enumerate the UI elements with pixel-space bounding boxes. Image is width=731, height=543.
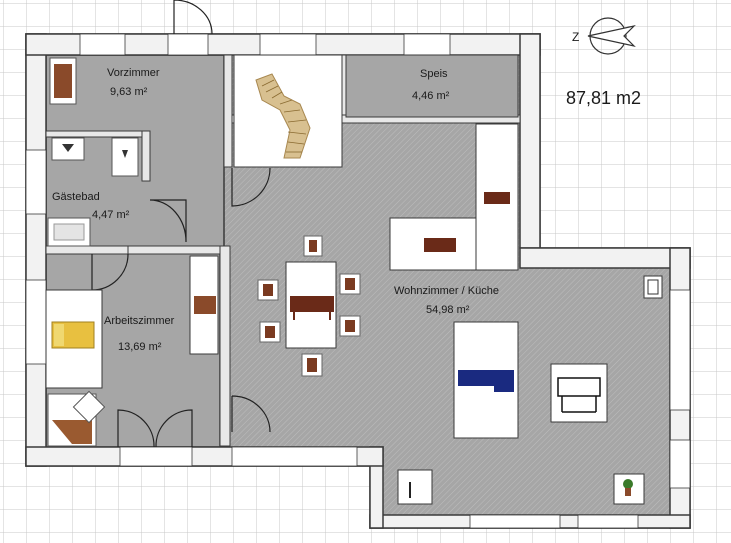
compass-north-arrow-icon bbox=[587, 17, 636, 55]
room-label-speis: Speis 4,46 m² bbox=[412, 68, 450, 102]
lamp-corner bbox=[397, 469, 433, 505]
sofa-icon bbox=[458, 370, 514, 392]
total-area-label: 87,81 m2 bbox=[566, 88, 641, 108]
coffee-table-area bbox=[550, 363, 608, 423]
sink-icon bbox=[111, 137, 139, 177]
desk-icon bbox=[47, 390, 106, 447]
plant-icon bbox=[623, 479, 633, 496]
windows bbox=[25, 33, 691, 529]
dining-table-icon bbox=[290, 296, 334, 320]
room-label-vorzimmer: Vorzimmer 9,63 m² bbox=[107, 67, 160, 98]
room-area: 54,98 m² bbox=[426, 304, 470, 316]
speis-room bbox=[345, 54, 519, 118]
dresser-icon bbox=[49, 57, 77, 105]
fridge-icon bbox=[647, 279, 659, 295]
toilet-icon bbox=[51, 137, 85, 161]
room-label-wohnzimmer: Wohnzimmer / Küche 54,98 m² bbox=[394, 285, 499, 316]
fridge bbox=[643, 275, 663, 299]
doors bbox=[91, 0, 271, 448]
stair-icon bbox=[255, 73, 311, 159]
room-area: 4,46 m² bbox=[412, 90, 450, 102]
bathtub-sink-icon bbox=[47, 217, 91, 247]
room-name: Vorzimmer bbox=[107, 67, 160, 79]
bed-icon bbox=[51, 321, 95, 349]
coffee-table-icon bbox=[557, 377, 601, 413]
room-area: 13,69 m² bbox=[118, 341, 162, 353]
room-name: Wohnzimmer / Küche bbox=[394, 285, 499, 297]
room-area: 4,47 m² bbox=[92, 209, 130, 221]
sideboard-icon bbox=[424, 192, 510, 252]
room-name: Speis bbox=[420, 68, 448, 80]
compass-letter: Z bbox=[572, 30, 579, 44]
sideboard-icon bbox=[194, 296, 216, 314]
room-area: 9,63 m² bbox=[110, 86, 148, 98]
room-name: Gästebad bbox=[52, 191, 100, 203]
room-label-gaestebad: Gästebad 4,47 m² bbox=[52, 191, 130, 221]
room-label-arbeitszimmer: Arbeitszimmer 13,69 m² bbox=[104, 315, 175, 353]
room-name: Arbeitszimmer bbox=[104, 315, 175, 327]
